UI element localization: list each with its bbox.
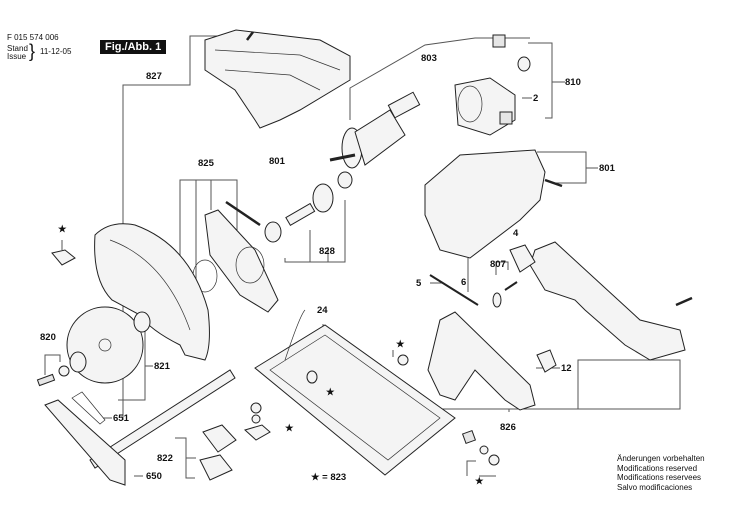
star-marker: ★ (326, 387, 335, 398)
label-5: 5 (416, 278, 422, 289)
label-2: 2 (533, 93, 539, 104)
label-803: 803 (421, 53, 437, 64)
star-marker: ★ (58, 224, 67, 235)
star-marker: ★ (396, 339, 405, 350)
motor-housing-shell (204, 29, 351, 129)
label-827: 827 (146, 71, 162, 82)
upper-blade-guard (94, 223, 210, 361)
label-807: 807 (490, 259, 506, 270)
fastener-set (461, 429, 500, 466)
label-822: 822 (157, 453, 173, 464)
lower-guard (192, 200, 279, 313)
depth-knob (244, 402, 271, 441)
brace: } (29, 41, 36, 61)
label-651: 651 (113, 413, 129, 424)
spindle-assembly (264, 171, 353, 243)
base-plate (254, 309, 456, 476)
motor-housing (424, 149, 563, 259)
cable-clamp (492, 292, 502, 308)
stand-label: Stand (7, 44, 28, 53)
clip (536, 349, 557, 373)
clamp-knob (51, 249, 76, 266)
field-stator (454, 34, 531, 136)
lock-rod (429, 274, 479, 306)
star-marker: ★ (285, 423, 294, 434)
guide-clamp-parts (199, 424, 237, 481)
label-6: 6 (461, 277, 467, 288)
note-line: Änderungen vorbehalten (617, 454, 705, 463)
label-24: 24 (317, 305, 328, 316)
part-number: F 015 574 006 (7, 33, 59, 42)
figure-label: Fig./Abb. 1 (100, 40, 167, 54)
label-650: 650 (146, 471, 162, 482)
rear-handle (427, 311, 536, 411)
label-821: 821 (154, 361, 170, 372)
note-line: Modifications reservees (617, 473, 702, 482)
switch (509, 244, 536, 273)
label-823-legend: ★ = 823 (311, 472, 347, 483)
note-line: Salvo modificaciones (617, 482, 693, 492)
label-820: 820 (40, 332, 56, 343)
front-handle (529, 241, 693, 361)
saw-blade (36, 306, 151, 387)
note-line: Modifications reserved (617, 463, 698, 473)
label-12: 12 (561, 363, 572, 374)
parallel-guide (44, 369, 236, 486)
star-marker: ★ (475, 476, 484, 487)
label-828: 828 (319, 246, 335, 257)
modification-notes: Änderungen vorbehalten Modifications res… (617, 454, 705, 492)
label-801-right: 801 (599, 163, 615, 174)
issue-date: 11-12-05 (40, 47, 72, 56)
label-801-top: 801 (269, 156, 285, 167)
hex-key (71, 391, 106, 425)
label-4: 4 (513, 228, 519, 239)
label-826: 826 (500, 422, 516, 433)
label-810: 810 (565, 77, 581, 88)
issue-label: Issue (7, 52, 27, 61)
label-825: 825 (198, 158, 214, 169)
armature (329, 91, 421, 169)
